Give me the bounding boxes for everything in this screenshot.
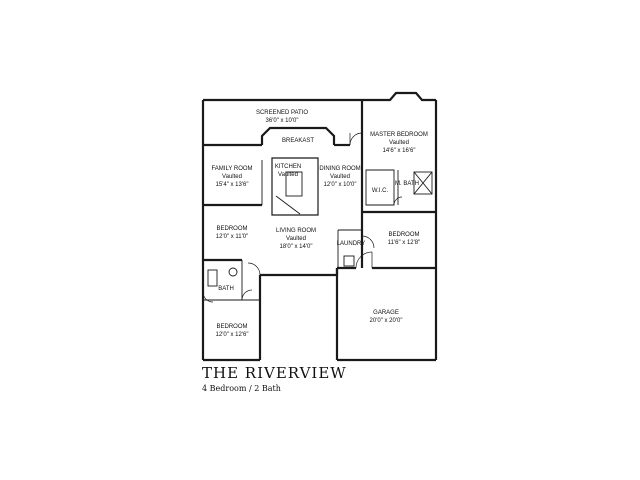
room-garage: GARAGE 20'0" x 20'0"	[370, 310, 403, 324]
bedroom-c-size: 12'0" x 12'6"	[216, 332, 249, 338]
patio-size: 36'0" x 10'0"	[266, 118, 299, 124]
room-living: LIVING ROOM Vaulted 18'0" x 14'0"	[276, 228, 316, 250]
breakfast-name: BREAKAST	[282, 138, 314, 144]
bedroom-a-size: 12'0" x 11'0"	[216, 234, 248, 240]
dining-name: DINING ROOM	[319, 166, 360, 172]
garage-name: GARAGE	[373, 310, 399, 316]
plan-title: THE RIVERVIEW	[202, 364, 347, 382]
living-name: LIVING ROOM	[276, 228, 316, 234]
patio-name: SCREENED PATIO	[256, 110, 308, 116]
plan-subtitle: 4 Bedroom / 2 Bath	[202, 384, 281, 393]
family-note: Vaulted	[222, 174, 242, 180]
room-bedroom-c: BEDROOM 12'0" x 12'6"	[216, 324, 249, 338]
room-master-bedroom: MASTER BEDROOM Vaulted 14'6" x 16'6"	[370, 132, 428, 154]
bedroom-b-size: 11'6" x 12'8"	[388, 240, 420, 246]
exterior-walls	[201, 91, 438, 362]
garage-size: 20'0" x 20'0"	[370, 318, 403, 324]
interior-walls	[203, 145, 436, 301]
room-wic: W.I.C.	[372, 188, 389, 194]
bedroom-a-name: BEDROOM	[216, 226, 247, 232]
bedroom-c-name: BEDROOM	[216, 324, 247, 330]
bath-name: BATH	[218, 286, 234, 292]
living-size: 18'0" x 14'0"	[280, 244, 313, 250]
master-size: 14'6" x 16'6"	[383, 148, 416, 154]
wic-name: W.I.C.	[372, 188, 389, 194]
room-dining: DINING ROOM Vaulted 12'0" x 10'0"	[319, 166, 360, 188]
room-kitchen: KITCHEN Vaulted	[275, 164, 301, 178]
living-note: Vaulted	[286, 236, 306, 242]
kitchen-name: KITCHEN	[275, 164, 301, 170]
dining-note: Vaulted	[330, 174, 350, 180]
family-name: FAMILY ROOM	[211, 166, 252, 172]
room-bedroom-a: BEDROOM 12'0" x 11'0"	[216, 226, 248, 240]
room-screened-patio: SCREENED PATIO 36'0" x 10'0"	[256, 110, 308, 124]
room-bedroom-b: BEDROOM 11'6" x 12'8"	[388, 232, 420, 246]
dining-size: 12'0" x 10'0"	[324, 182, 357, 188]
room-bath: BATH	[218, 286, 234, 292]
mbath-name: M. BATH	[395, 181, 419, 187]
bedroom-b-name: BEDROOM	[388, 232, 419, 238]
room-laundry: LAUNDRY	[337, 241, 366, 247]
family-size: 15'4" x 13'6"	[216, 182, 249, 188]
laundry-name: LAUNDRY	[337, 241, 366, 247]
master-note: Vaulted	[389, 140, 409, 146]
room-master-bath: M. BATH	[395, 181, 419, 187]
doors	[202, 132, 403, 303]
master-name: MASTER BEDROOM	[370, 132, 428, 138]
kitchen-note: Vaulted	[278, 172, 298, 178]
room-family: FAMILY ROOM Vaulted 15'4" x 13'6"	[211, 166, 252, 188]
room-breakfast: BREAKAST	[282, 138, 314, 144]
